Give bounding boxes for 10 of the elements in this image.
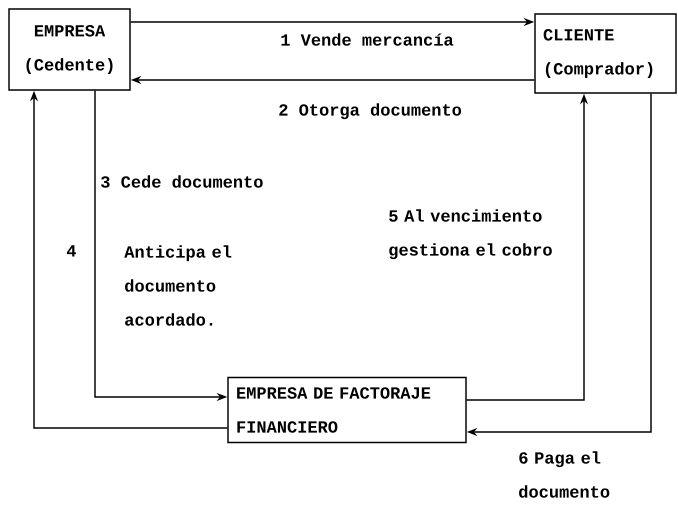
edge-label: 1 Vende mercancía <box>281 33 454 46</box>
edge-label: 5 Al vencimiento gestiona el cobro <box>389 209 552 260</box>
edge-label: 2 Otorga documento <box>279 103 462 120</box>
step-label: Anticipa el documento acordado. <box>124 245 232 326</box>
edge-label: 4 <box>66 245 76 256</box>
party-box: EMPRESA DE FACTORAJE FINANCIERO <box>227 376 467 444</box>
party-box: EMPRESA (Cedente) <box>8 8 131 91</box>
party-box: CLIENTE (Comprador) <box>534 13 677 94</box>
edge-label: 6 Paga el documento <box>519 451 610 498</box>
edge-label: 3 Cede documento <box>101 175 263 188</box>
